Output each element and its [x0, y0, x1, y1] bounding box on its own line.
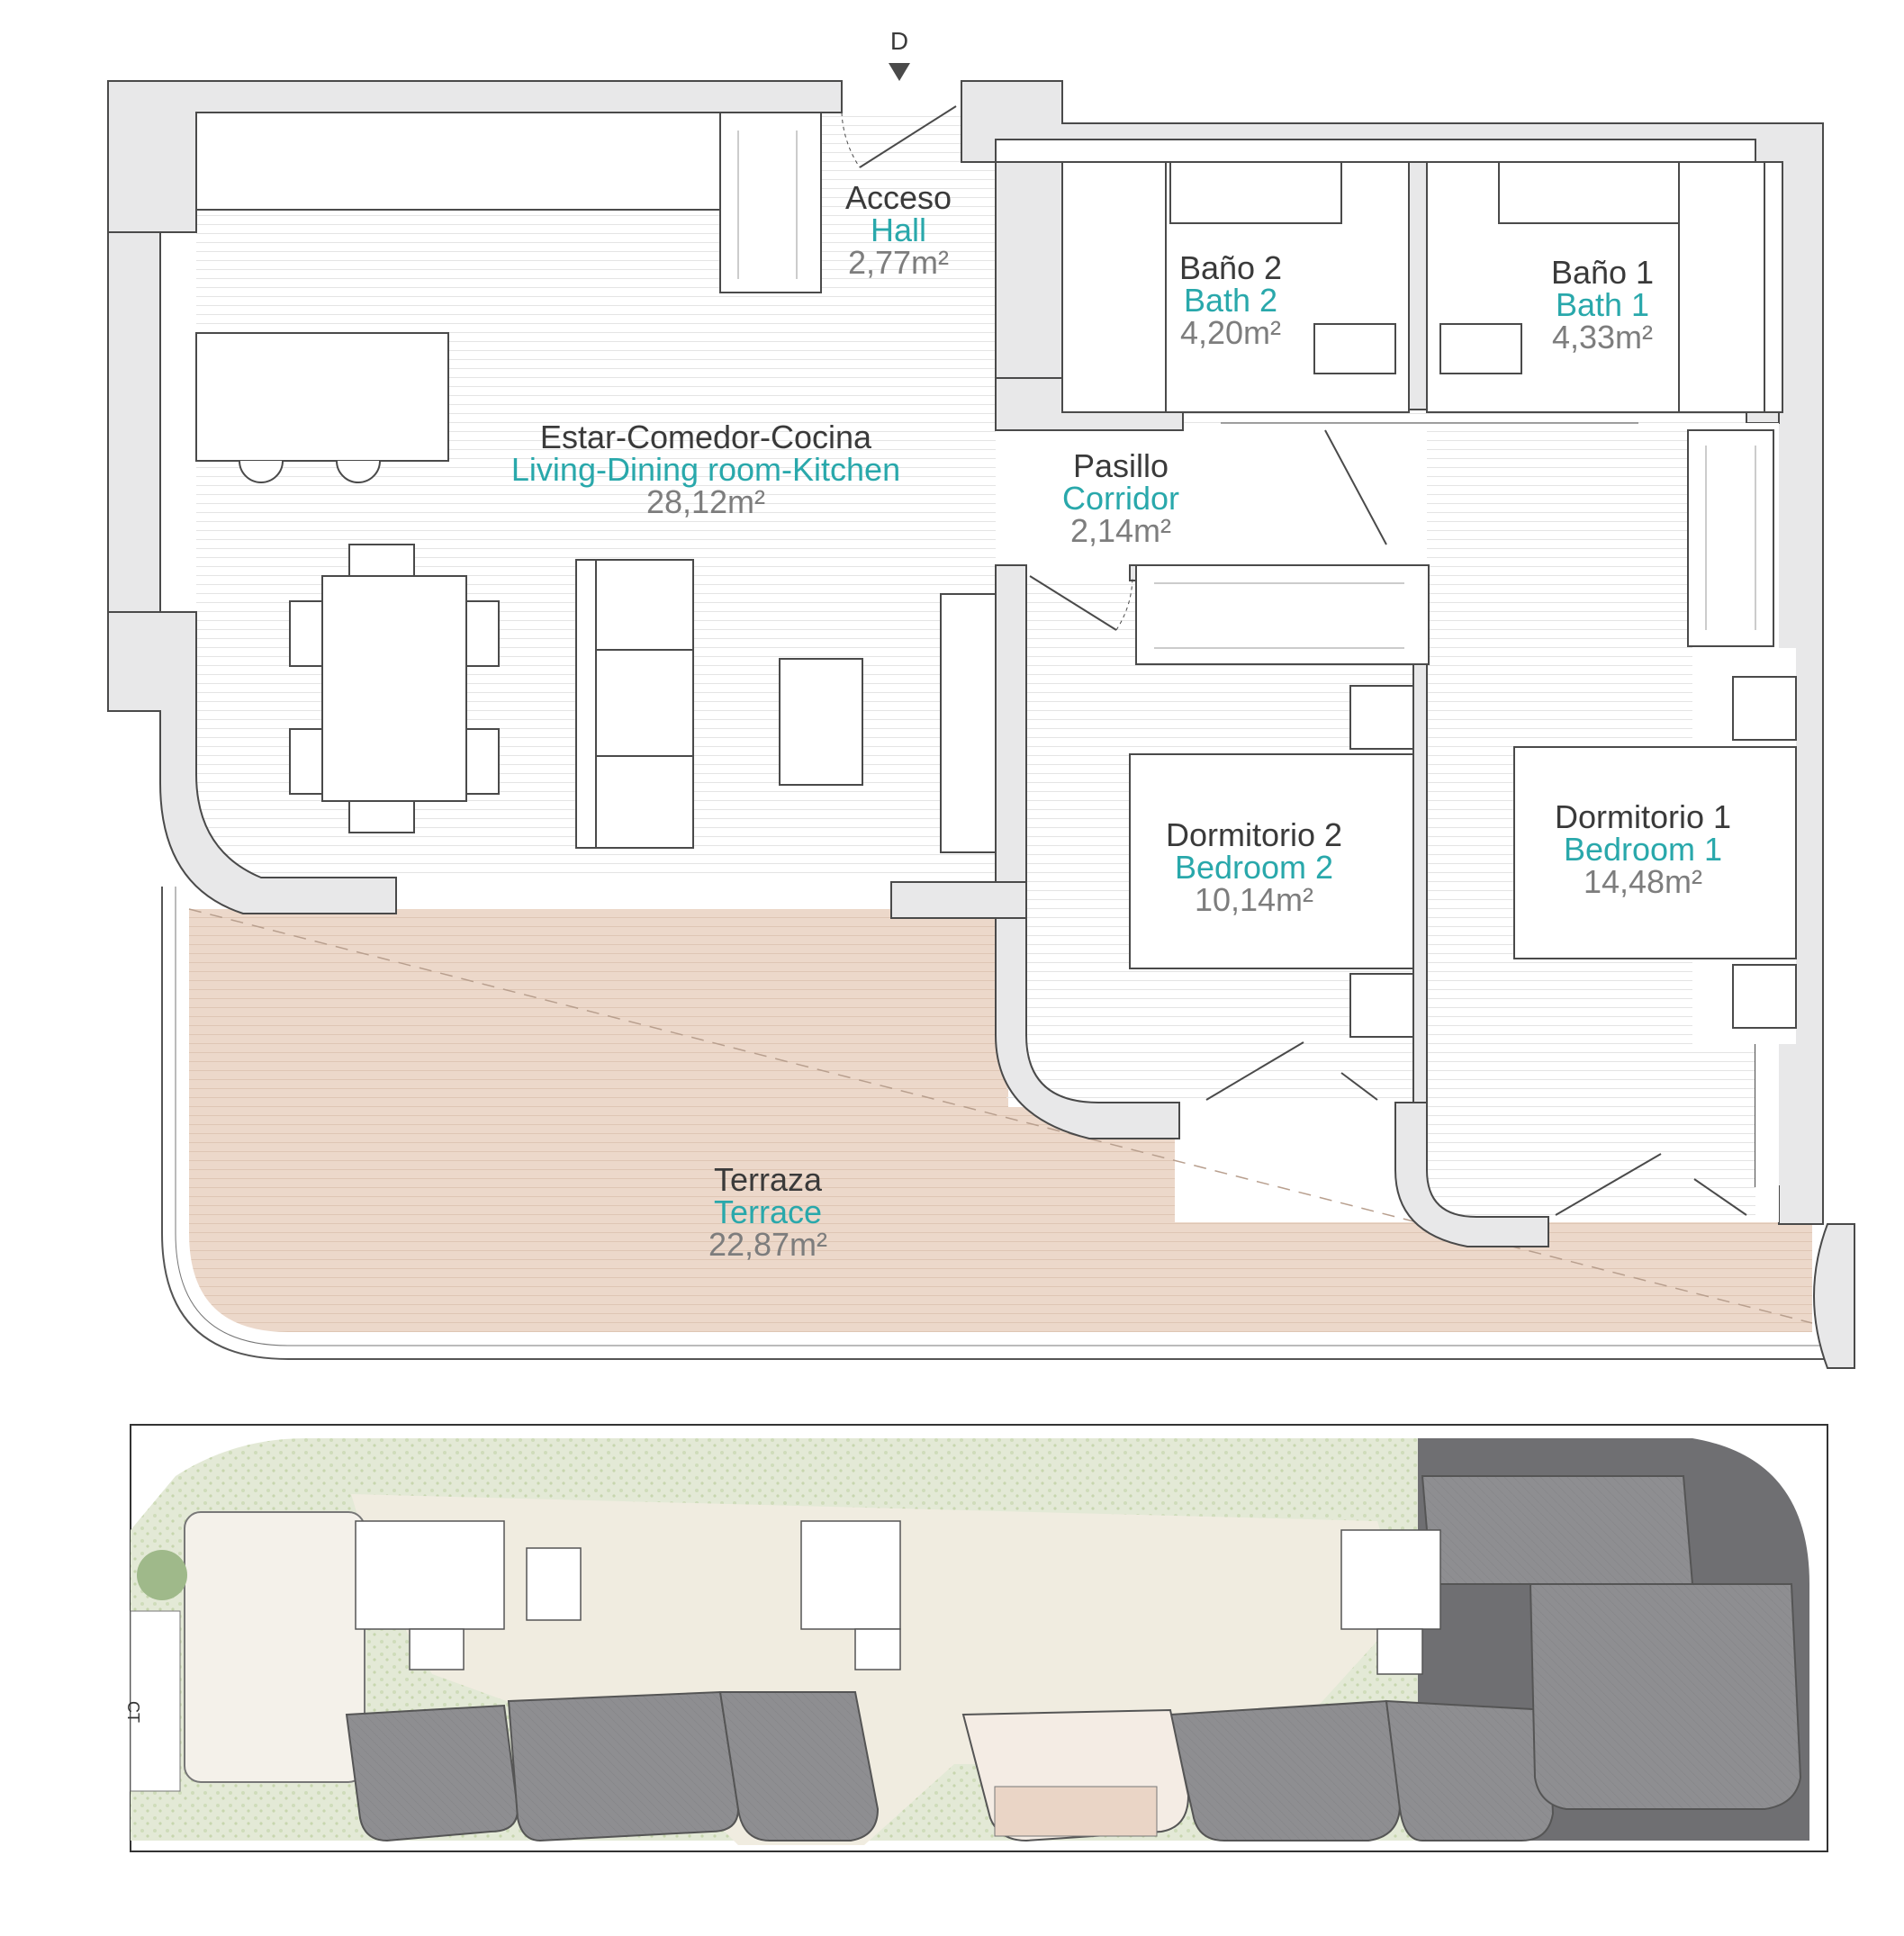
terrace-name-en: Terrace — [713, 1193, 823, 1230]
living-name-en: Living-Dining room-Kitchen — [510, 451, 901, 488]
corridor-area: 2,14m² — [1069, 512, 1172, 549]
bedroom1-area: 14,48m² — [1583, 863, 1703, 900]
wardrobes — [719, 112, 1774, 665]
hall-name-en: Hall — [870, 212, 926, 248]
terrace-name-es: Terraza — [713, 1161, 823, 1198]
living-name-es: Estar-Comedor-Cocina — [539, 419, 872, 455]
corridor-name-es: Pasillo — [1072, 447, 1169, 484]
bath-rooms — [1061, 161, 1783, 413]
bedroom1-name-en: Bedroom 1 — [1563, 831, 1723, 868]
entrance-marker-label: D — [889, 27, 909, 55]
terrace-area — [161, 887, 1845, 1360]
bedroom2-area: 10,14m² — [1194, 881, 1314, 918]
entrance-arrow-icon — [889, 63, 910, 81]
room-label-bath1: Baño 1 Bath 1 4,33m² — [1551, 257, 1654, 354]
terrace-area-value: 22,87m² — [708, 1226, 828, 1263]
room-label-bedroom2: Dormitorio 2 Bedroom 2 10,14m² — [1166, 819, 1342, 916]
room-label-living: Estar-Comedor-Cocina Living-Dining room-… — [511, 421, 900, 518]
bath1-area: 4,33m² — [1551, 319, 1654, 356]
bedroom1-name-es: Dormitorio 1 — [1554, 798, 1732, 835]
bath2-area: 4,20m² — [1179, 314, 1282, 351]
bath2-name-es: Baño 2 — [1178, 249, 1283, 286]
site-ct-label: CT — [124, 1701, 142, 1723]
room-label-corridor: Pasillo Corridor 2,14m² — [1062, 450, 1179, 547]
hall-name-es: Acceso — [844, 179, 952, 216]
bedroom2-name-en: Bedroom 2 — [1174, 849, 1334, 886]
room-label-bedroom1: Dormitorio 1 Bedroom 1 14,48m² — [1555, 801, 1731, 898]
room-label-hall: Acceso Hall 2,77m² — [845, 182, 952, 279]
furniture — [195, 112, 1797, 1038]
bath1-name-es: Baño 1 — [1550, 254, 1655, 291]
doors — [841, 105, 1747, 1216]
bedroom2-name-es: Dormitorio 2 — [1165, 816, 1343, 853]
living-area: 28,12m² — [645, 483, 766, 520]
room-label-bath2: Baño 2 Bath 2 4,20m² — [1179, 252, 1282, 349]
corridor-name-en: Corridor — [1061, 480, 1180, 517]
bath2-name-en: Bath 2 — [1183, 282, 1278, 319]
hall-area: 2,77m² — [847, 244, 950, 281]
bath1-name-en: Bath 1 — [1555, 286, 1650, 323]
room-label-terrace: Terraza Terrace 22,87m² — [708, 1164, 827, 1261]
